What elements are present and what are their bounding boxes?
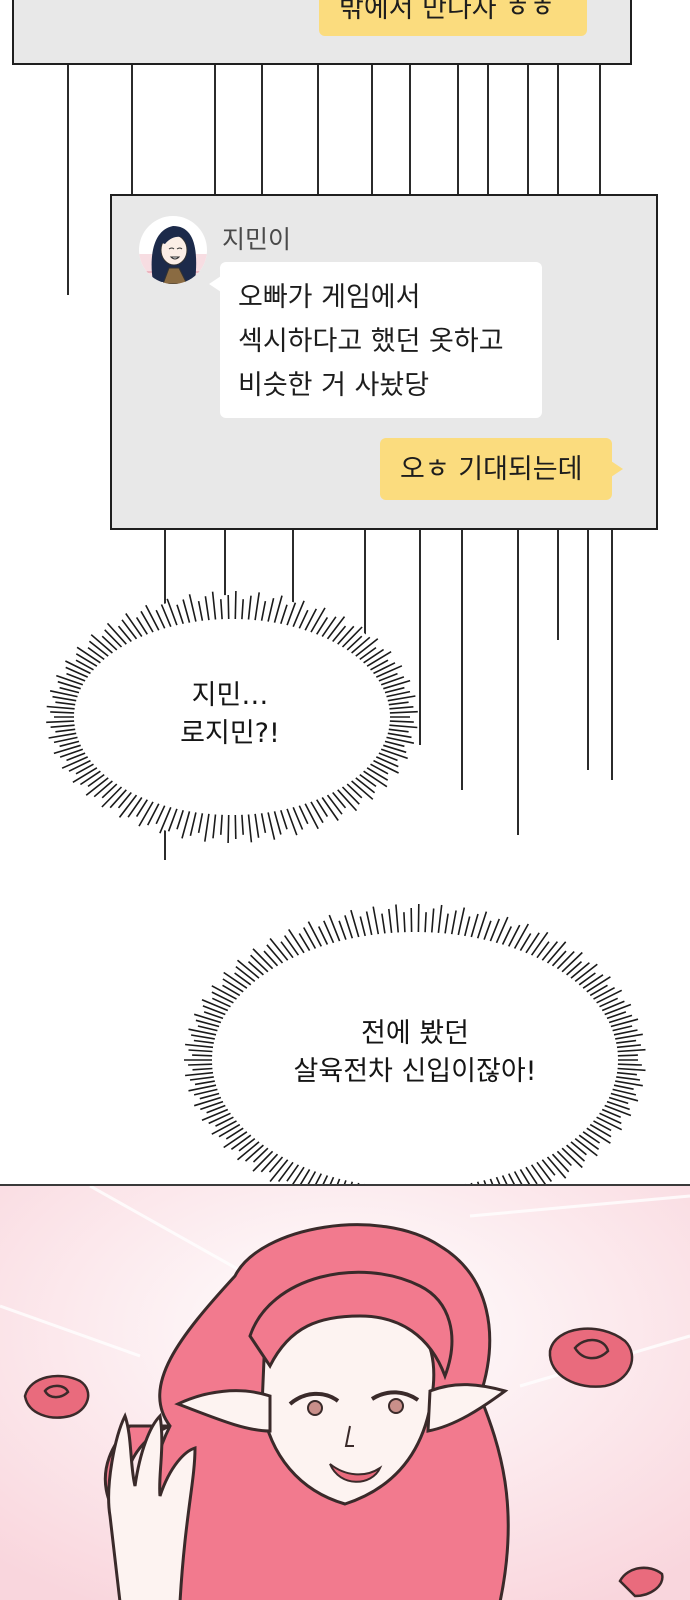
shout-line: 전에 봤던	[361, 1018, 469, 1049]
incoming-message-line: 비슷한 거 사놨당	[238, 370, 430, 401]
outgoing-message-bubble: 오ㅎ 기대되는데	[380, 438, 623, 500]
shout-text-2: 전에 봤던 살육전차 신입이잖아!	[250, 1015, 580, 1091]
shout-bubble-burst-1	[46, 590, 418, 844]
sender-name: 지민이	[222, 225, 292, 254]
jimin-avatar-icon	[139, 216, 207, 284]
outgoing-message-bubble: 밖에서 만나자 ㅎㅎ	[319, 0, 587, 36]
elf-woman-illustration	[0, 1186, 690, 1600]
shout-line: 로지민?!	[180, 718, 280, 749]
chat-panel-top: 밖에서 만나자 ㅎㅎ	[12, 0, 632, 65]
incoming-message-line: 섹시하다고 했던 옷하고	[238, 326, 504, 357]
incoming-message-line: 오빠가 게임에서	[238, 282, 421, 313]
shout-line: 지민…	[191, 680, 269, 711]
chat-panel: 지민이 오빠가 게임에서 섹시하다고 했던 옷하고 비슷한 거 사놨당 오ㅎ 기…	[110, 194, 658, 530]
outgoing-message-text: 밖에서 만나자 ㅎㅎ	[339, 0, 555, 24]
shout-line: 살육전차 신입이잖아!	[293, 1056, 537, 1087]
outgoing-message-text: 오ㅎ 기대되는데	[400, 453, 583, 485]
illustration-panel	[0, 1184, 690, 1600]
shout-text-1: 지민… 로지민?!	[150, 677, 310, 753]
shout-bubble-burst-2	[184, 903, 646, 1217]
incoming-message-bubble: 오빠가 게임에서 섹시하다고 했던 옷하고 비슷한 거 사놨당	[209, 262, 542, 418]
